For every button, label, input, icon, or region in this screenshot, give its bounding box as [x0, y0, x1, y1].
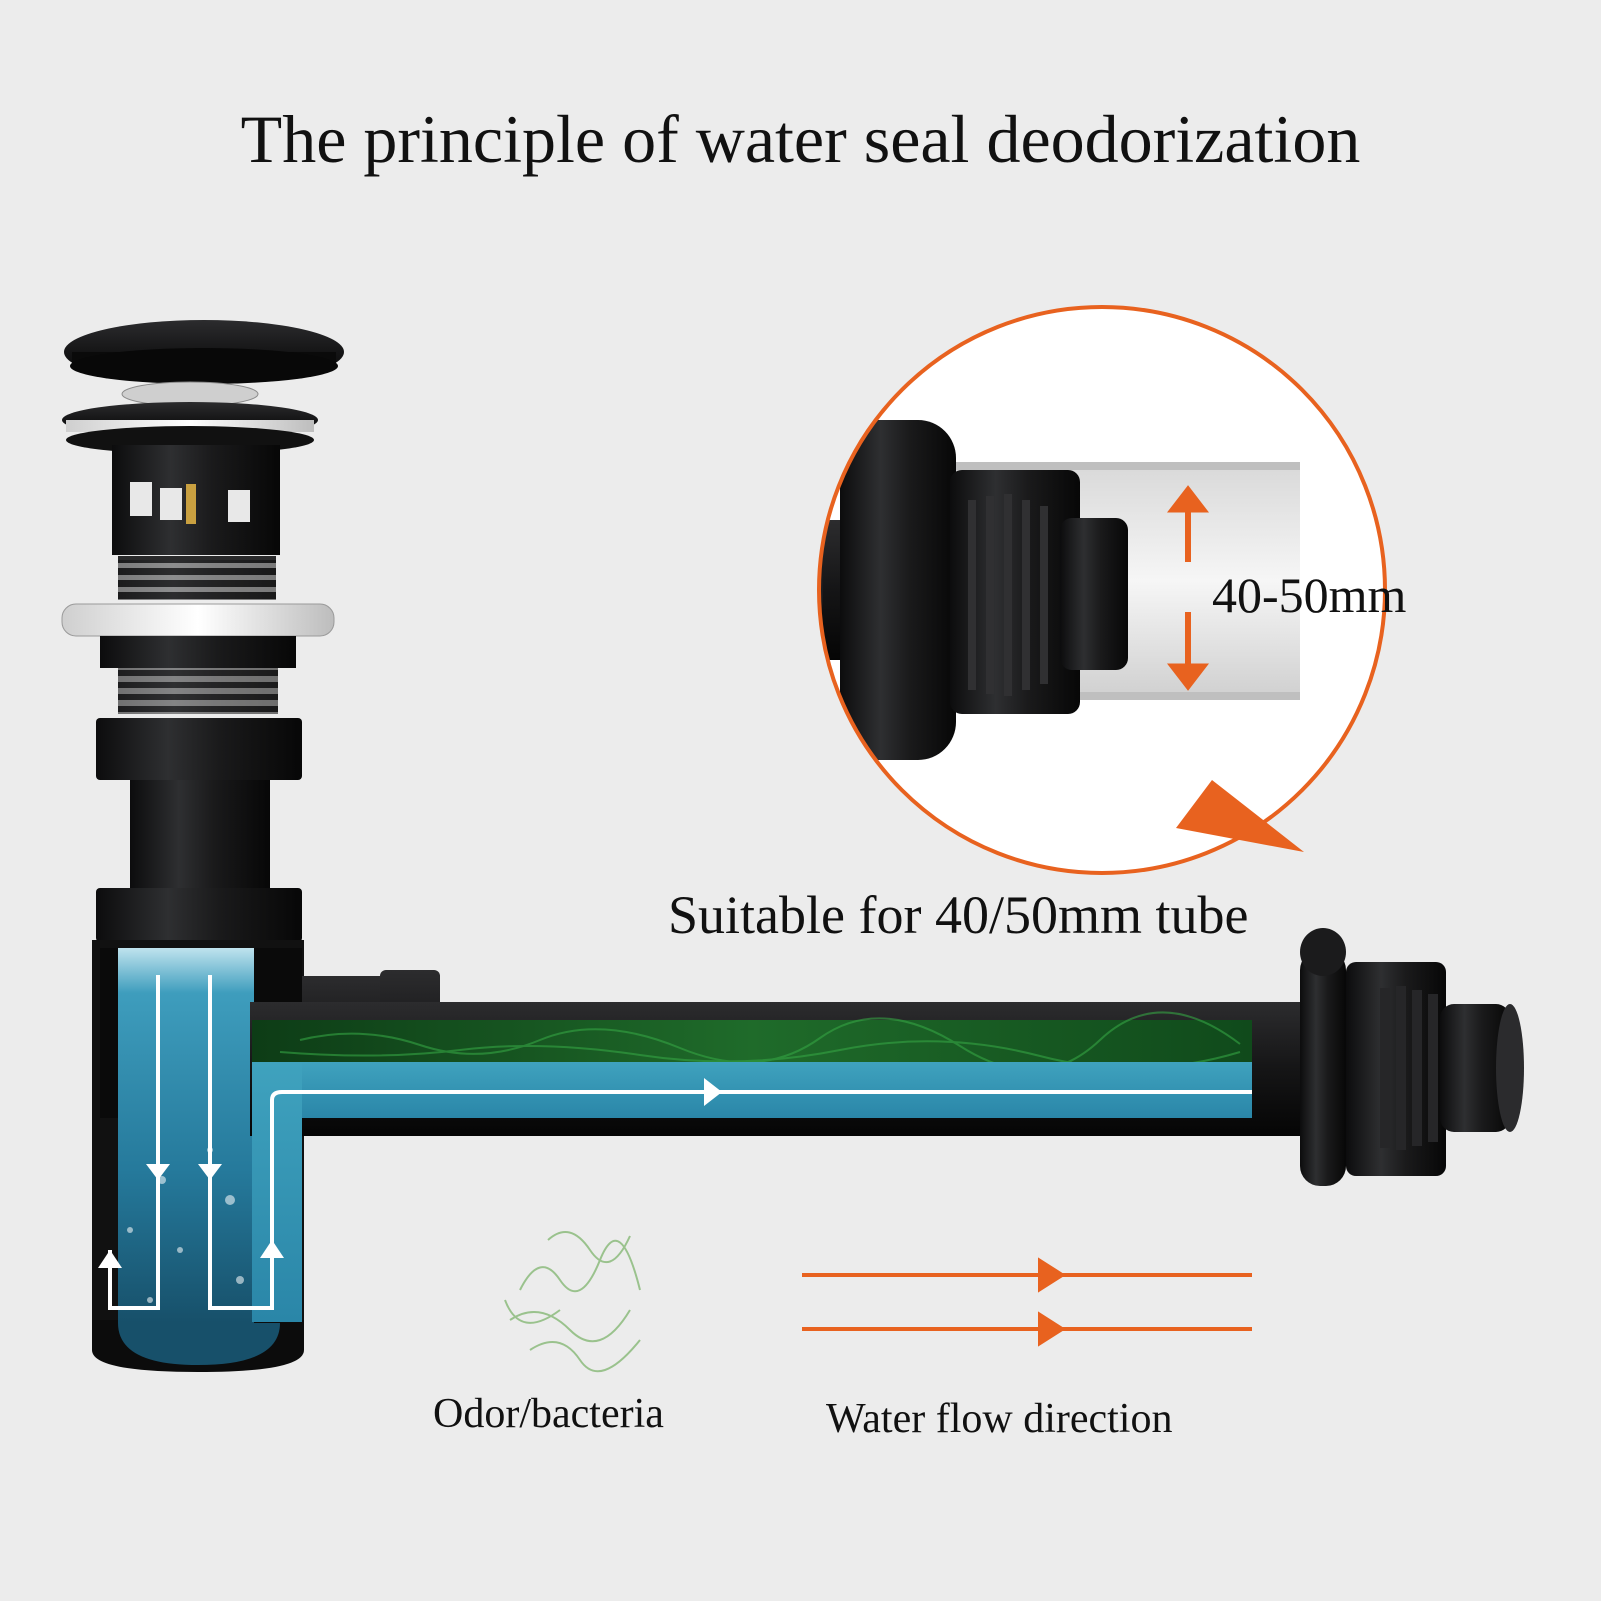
water-flow-lines [108, 975, 1252, 1310]
horizontal-pipe [250, 970, 1350, 1322]
water-flow-direction-label: Water flow direction [826, 1396, 1173, 1442]
pop-up-drain [61, 320, 344, 942]
odor-bacteria-label: Odor/bacteria [433, 1391, 664, 1437]
odor-bacteria-icon [504, 1231, 641, 1373]
size-callout [817, 305, 1387, 875]
water-flow-direction-icon [802, 1257, 1252, 1347]
tube-compatibility-label: Suitable for 40/50mm tube [668, 885, 1249, 945]
flow-arrowheads [98, 1078, 722, 1268]
tube-size-label: 40-50mm [1212, 567, 1407, 623]
outlet-fitting [1300, 928, 1524, 1186]
page-title: The principle of water seal deodorizatio… [240, 101, 1361, 177]
